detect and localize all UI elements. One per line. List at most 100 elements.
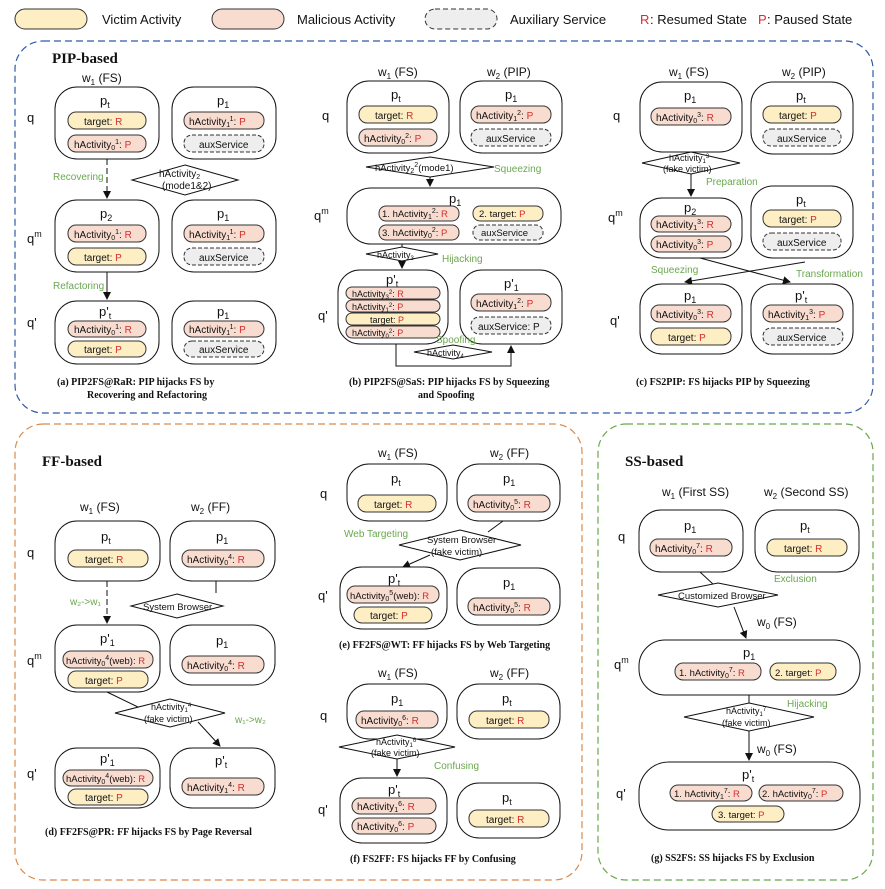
ss-group-frame [597, 423, 874, 881]
transition-arrow [684, 261, 806, 285]
activity-label: hActivity03: R [656, 309, 714, 322]
activity-label: hActivity04: R [187, 660, 245, 673]
victim-activity [67, 670, 149, 689]
activity-label: target: P [85, 793, 123, 804]
aux-service [183, 340, 265, 358]
ff-group-frame [14, 423, 583, 881]
activity-label: hActivity05: R [473, 602, 531, 615]
malicious-activity [345, 325, 441, 339]
page-label: pt [502, 790, 512, 807]
malicious-activity [378, 205, 460, 222]
panel-g: w1 (First SS) w2 (Second SS) q qm q' p1 … [614, 485, 861, 864]
annotation: Recovering [53, 172, 104, 183]
node-label: (mode1&2) [162, 181, 211, 192]
activity-label: hActivity12: P [476, 110, 534, 123]
legend-aux-swatch [424, 8, 498, 30]
malicious-activity [181, 777, 265, 796]
window-label: w1 (FS) [377, 666, 418, 682]
page-label: pt [391, 471, 401, 488]
activity-label: hActivity04(web): R [66, 773, 145, 786]
state-label: qm [614, 655, 629, 672]
annotation: Hijacking [442, 254, 483, 265]
window-label: w2 (FF) [489, 446, 529, 462]
activity-label: target: P [84, 253, 122, 264]
decision-node [338, 734, 456, 760]
malicious-activity [470, 293, 552, 312]
window-label: w0 (FS) [756, 742, 797, 758]
activity-label: target: P [779, 111, 817, 122]
legend-paused-label: : Paused State [767, 12, 852, 27]
page-label: pt [100, 93, 110, 110]
pip-group-title: PIP-based [52, 51, 118, 67]
state-label: qm [27, 229, 42, 246]
node-label: (fake victim) [663, 164, 712, 174]
annotation: Transformation [796, 269, 863, 280]
annotation: Confusing [434, 761, 479, 772]
state-label: q [27, 545, 34, 560]
decision-node [130, 164, 240, 196]
aux-label: auxService [481, 228, 528, 239]
victim-activity [468, 710, 550, 729]
activity-label: hActivity05(web): R [350, 590, 429, 603]
page-label: p1 [743, 645, 755, 662]
legend-resumed-label: : Resumed State [650, 12, 747, 27]
decision-node [641, 151, 741, 175]
activity-label: hActivity04: R [187, 554, 245, 567]
page-label: p1 [449, 191, 461, 208]
decision-node [129, 593, 225, 619]
malicious-activity [183, 320, 265, 338]
malicious-activity [351, 797, 437, 815]
page-label: p1 [503, 471, 515, 488]
legend-resumed-key: R [640, 12, 649, 27]
malicious-activity [62, 650, 154, 669]
activity-label: target: R [374, 500, 412, 511]
page-label: p1 [217, 304, 229, 321]
malicious-activity [355, 710, 439, 729]
page-label: p2 [100, 206, 112, 223]
victim-activity [67, 111, 147, 130]
malicious-activity [183, 111, 265, 130]
node-label: (fake victim) [144, 714, 193, 724]
connector [699, 571, 715, 586]
malicious-activity [762, 304, 844, 323]
page-label: p1 [684, 288, 696, 305]
page-label: pt [800, 518, 810, 535]
activity-label: target: R [486, 815, 524, 826]
aux-label: auxService [777, 238, 827, 249]
annotation: Hijacking [787, 699, 828, 710]
annotation: Exclusion [774, 574, 817, 585]
window-label: w2 (PIP) [486, 65, 531, 81]
state-label: q [618, 529, 625, 544]
activity-label: target: R [85, 555, 123, 566]
panel-e: w1 (FS) w2 (FF) q q' pt target: R p1 hAc… [318, 446, 561, 651]
activity-label: 1. hActivity17: R [674, 788, 740, 801]
aux-label: auxService [199, 253, 249, 264]
malicious-activity [758, 784, 844, 802]
state-label: qm [27, 651, 42, 668]
transition-arrow [197, 721, 221, 747]
page-label: p1 [217, 206, 229, 223]
state-label: q [613, 108, 620, 123]
malicious-activity [650, 215, 732, 233]
ss-group-title: SS-based [625, 454, 684, 470]
state-label: q' [27, 315, 37, 330]
ff-group-title: FF-based [42, 454, 103, 470]
activity-label: 2. target: P [479, 209, 525, 220]
victim-activity [711, 805, 785, 823]
activity-label: target: P [668, 333, 706, 344]
state-label: qm [314, 206, 329, 223]
window-label: w1 (FS) [668, 65, 709, 81]
malicious-activity [467, 597, 551, 616]
malicious-activity [67, 320, 147, 338]
annotation: Web Targeting [344, 529, 408, 540]
page-label: pt [391, 87, 401, 104]
victim-activity [345, 312, 441, 326]
node-label: Customized Browser [678, 591, 766, 602]
malicious-activity [650, 304, 732, 323]
legend-malicious-swatch [211, 8, 285, 30]
node-label: hActivity4 [427, 348, 465, 360]
activity-label: hActivity01: R [74, 324, 132, 337]
state-label: q [320, 486, 327, 501]
caption: (b) PIP2FS@SaS: PIP hijacks FS by Squeez… [349, 377, 549, 388]
activity-label: hActivity11: P [189, 229, 246, 242]
